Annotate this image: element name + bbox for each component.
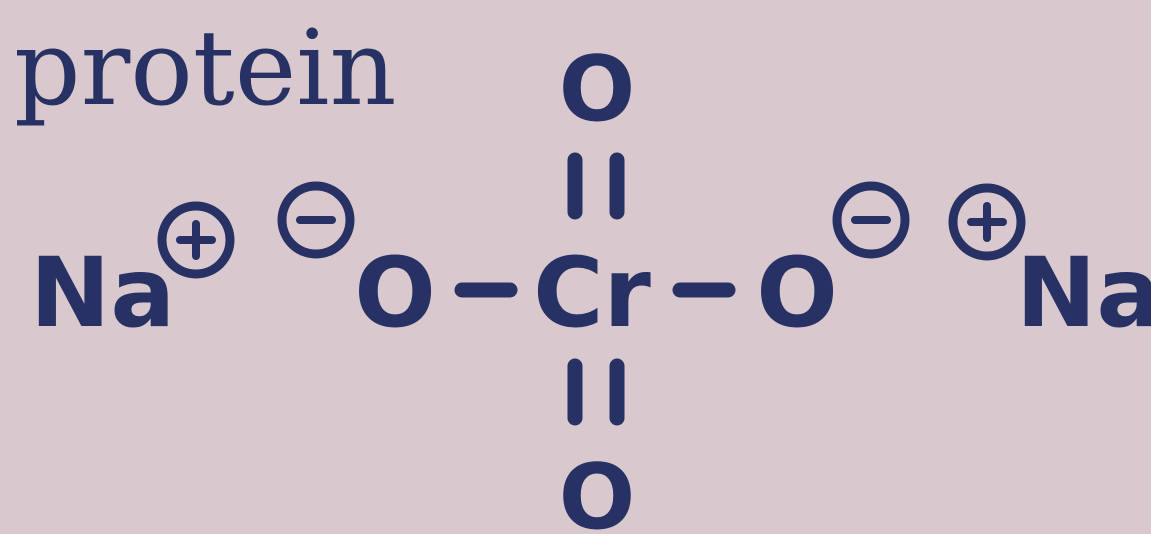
positive-charge-icon xyxy=(948,183,1026,261)
bottom-oxygen-atom: O xyxy=(559,445,636,534)
double-bond-top xyxy=(567,152,625,220)
title-text: protein xyxy=(14,7,396,129)
right-oxygen-atom: O xyxy=(756,237,838,349)
chromium-atom: Cr xyxy=(533,237,651,349)
top-oxygen-atom: O xyxy=(559,37,636,142)
right-sodium-atom: Na xyxy=(1016,237,1151,349)
left-oxygen-atom: O xyxy=(354,237,436,349)
positive-charge-icon xyxy=(157,201,235,279)
negative-charge-icon xyxy=(277,181,355,259)
left-sodium-atom: Na xyxy=(30,237,175,349)
double-bond-bottom xyxy=(567,358,625,426)
negative-charge-icon xyxy=(832,181,910,259)
